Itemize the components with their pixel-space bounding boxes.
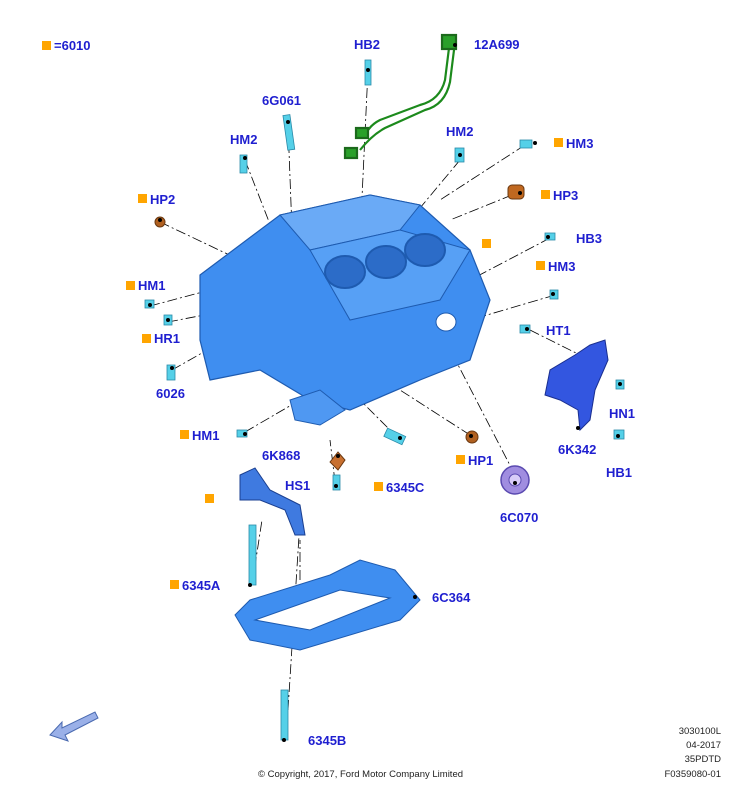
marker-6345a [170, 580, 179, 589]
marker-hm3-top [554, 138, 563, 147]
marker-hm3-right [536, 261, 545, 270]
label-hm1-upper: HM1 [138, 278, 166, 293]
label-6g061: 6G061 [262, 93, 302, 108]
marker-6010-block [482, 239, 491, 248]
label-hm2-right: HM2 [446, 124, 474, 139]
marker-6345c [374, 482, 383, 491]
marker-hp2 [138, 194, 147, 203]
marker-hp1 [456, 455, 465, 464]
legend-code: =6010 [54, 38, 91, 53]
fasteners [144, 59, 625, 741]
label-hn1: HN1 [609, 406, 636, 421]
label-hm1-lower: HM1 [192, 428, 220, 443]
engine-mount-bracket [544, 339, 609, 432]
label-hm2-left: HM2 [230, 132, 258, 147]
marker-6345-cap [205, 494, 214, 503]
marker-hm1-upper [126, 281, 135, 290]
bearing-cap [239, 467, 306, 536]
marker-hm1-lower [180, 430, 189, 439]
label-hr1: HR1 [154, 331, 181, 346]
knock-sensor-harness [343, 33, 458, 160]
label-hs1: HS1 [285, 478, 311, 493]
meta-line-1: 3030100L [678, 726, 721, 737]
direction-arrow-icon [49, 711, 99, 742]
label-hm3-top: HM3 [566, 136, 594, 151]
label-6345b: 6345B [308, 733, 347, 748]
label-hm3-right: HM3 [548, 259, 576, 274]
label-6026: 6026 [156, 386, 185, 401]
marker-hp3 [541, 190, 550, 199]
label-6k342: 6K342 [558, 442, 597, 457]
meta-line-3: 35PDTD [684, 754, 721, 765]
ladder-frame [234, 559, 421, 651]
meta-line-4: F0359080-01 [664, 769, 721, 780]
label-hp2: HP2 [150, 192, 176, 207]
legend-marker [42, 41, 51, 50]
label-hp1: HP1 [468, 453, 494, 468]
label-12a699: 12A699 [474, 37, 520, 52]
label-6c364: 6C364 [432, 590, 471, 605]
label-hb1: HB1 [606, 465, 633, 480]
label-6345c: 6345C [386, 480, 425, 495]
marker-hr1 [142, 334, 151, 343]
meta-line-2: 04-2017 [686, 740, 721, 751]
label-6k868: 6K868 [262, 448, 301, 463]
copyright: © Copyright, 2017, Ford Motor Company Li… [258, 769, 464, 780]
label-hb3: HB3 [576, 231, 603, 246]
label-6345a: 6345A [182, 578, 221, 593]
engine-block [199, 194, 491, 426]
label-hb2: HB2 [354, 37, 381, 52]
label-ht1: HT1 [546, 323, 571, 338]
label-hp3: HP3 [553, 188, 579, 203]
label-6c070: 6C070 [500, 510, 539, 525]
